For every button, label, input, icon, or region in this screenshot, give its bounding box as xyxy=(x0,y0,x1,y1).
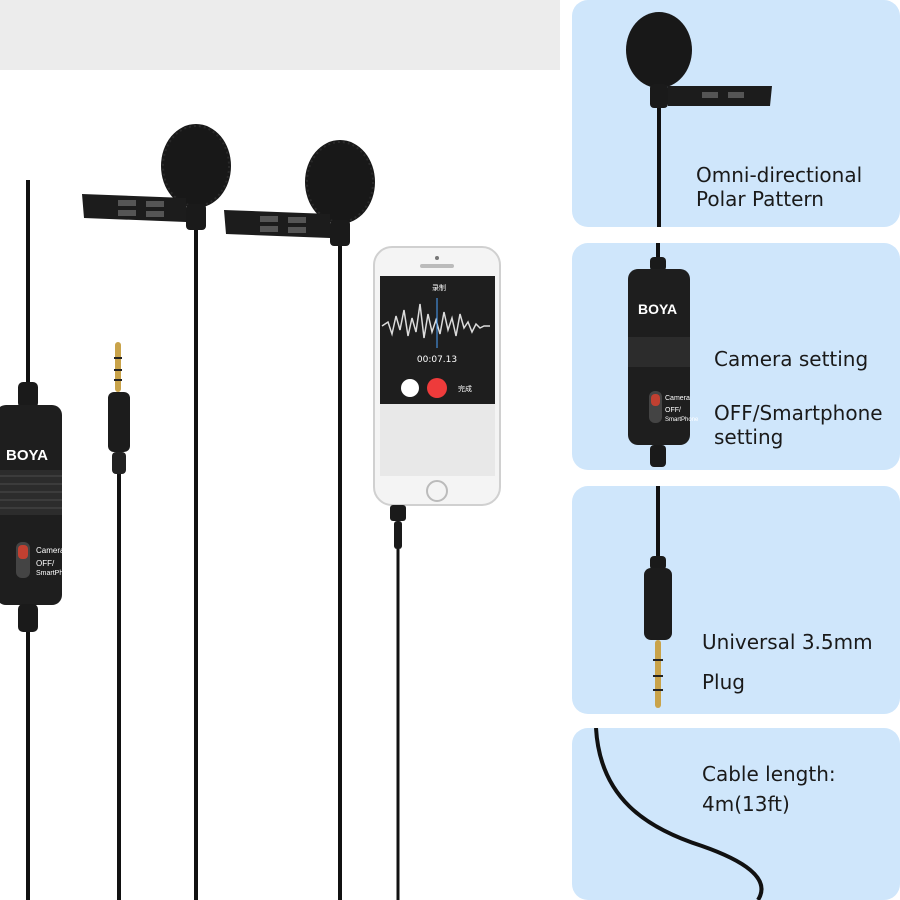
phone-save-text: 完成 xyxy=(458,384,472,393)
feature-omni-line2: Polar Pattern xyxy=(696,187,824,211)
feature-plug-line2: Plug xyxy=(702,670,745,694)
adapter-closeup: BOYA Camera OFF/ SmartPhone xyxy=(628,243,699,467)
feature-panel-switch: BOYA Camera OFF/ SmartPhone Camera setti… xyxy=(572,243,900,470)
product-photo: BOYA Camera OFF/ SmartPhone xyxy=(0,124,501,900)
switch-label-camera-left: Camera xyxy=(36,546,65,555)
smartphone: 录制 00:07.13 完成 xyxy=(373,246,501,900)
lavalier-mic-2 xyxy=(224,140,375,900)
feature-panel-omni: Omni-directional Polar Pattern xyxy=(572,0,900,227)
switch-label-smartphone-left: SmartPhone xyxy=(36,570,75,577)
feature-panel-cable: Cable length: 4m(13ft) xyxy=(572,728,900,900)
product-scene: BOYA Camera OFF/ SmartPhone xyxy=(0,0,560,900)
feature-panel-plug: Universal 3.5mm Plug xyxy=(572,486,900,714)
switch-label-smartphone-panel: SmartPhone xyxy=(665,417,699,423)
feature-cable-line2: 4m(13ft) xyxy=(702,792,790,816)
switch-label-camera-panel: Camera xyxy=(665,395,690,402)
phone-tab-text: 录制 xyxy=(432,283,446,292)
feature-plug-line1: Universal 3.5mm xyxy=(702,630,873,654)
loose-plug xyxy=(108,342,130,900)
backdrop-shade xyxy=(0,0,560,70)
feature-omni-line1: Omni-directional xyxy=(696,163,863,187)
lavalier-mic-1 xyxy=(82,124,231,900)
feature-switch-line3: setting xyxy=(714,425,784,449)
switch-label-off-left: OFF/ xyxy=(36,559,55,568)
phone-timer: 00:07.13 xyxy=(417,355,457,365)
brand-label-panel: BOYA xyxy=(638,301,677,317)
boya-adapter-left: BOYA Camera OFF/ SmartPhone xyxy=(0,382,75,632)
mic-closeup xyxy=(626,12,772,227)
switch-label-off-panel: OFF/ xyxy=(665,407,681,414)
cable-closeup xyxy=(594,728,764,900)
feature-cable-line1: Cable length: xyxy=(702,762,836,786)
feature-switch-line1: Camera setting xyxy=(714,347,869,371)
feature-switch-line2: OFF/Smartphone xyxy=(714,401,883,425)
brand-label-left: BOYA xyxy=(6,447,48,464)
plug-closeup xyxy=(644,486,672,708)
